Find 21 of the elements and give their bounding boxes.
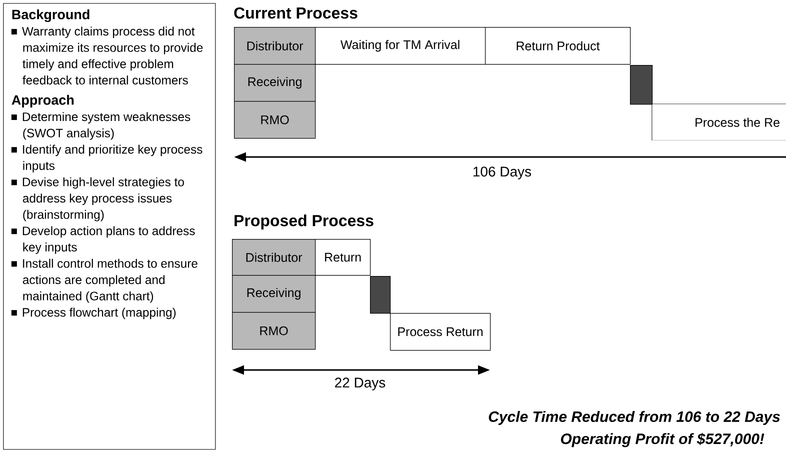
transfer-block [630,65,653,105]
transfer-block [370,276,391,314]
lane-label: Receiving [232,275,316,313]
duration-label: 22 Days [335,378,386,390]
lane-label: Receiving [234,64,316,102]
node-label: Process the Re [696,118,780,127]
process-bar: Waiting for TM Arrival [315,27,486,65]
process-bar: Process the Re [652,104,786,140]
result-note: Operating Profit of $527,000! [561,432,764,448]
lane-label: Distributor [232,239,316,276]
duration-label: 106 Days [474,166,532,180]
process-bar: Process Return [390,313,491,351]
lane-label: RMO [232,312,316,350]
process-bar: Return Product [485,27,631,65]
text-panel: Background Warranty claims process did not maximize its resources to provide timely and effective problem feedback to internal customers Approach Determine system weaknesses (SWOT analysis) Identify and prioritize key process inputs Devise high-level strategies to address key process issues (brainstorming) Develop action plans to address key inputs Install control methods to ensure actions are completed and maintained (Gantt chart) Process flowchart (mapping) [3,3,216,450]
lane-label: Distributor [234,27,316,65]
section-title: Proposed Process [234,214,374,230]
process-bar: Return [315,239,371,276]
section-title: Current Process [234,7,358,19]
result-note: Cycle Time Reduced from 106 to 22 Days [488,411,780,425]
lane-label: RMO [234,101,316,139]
